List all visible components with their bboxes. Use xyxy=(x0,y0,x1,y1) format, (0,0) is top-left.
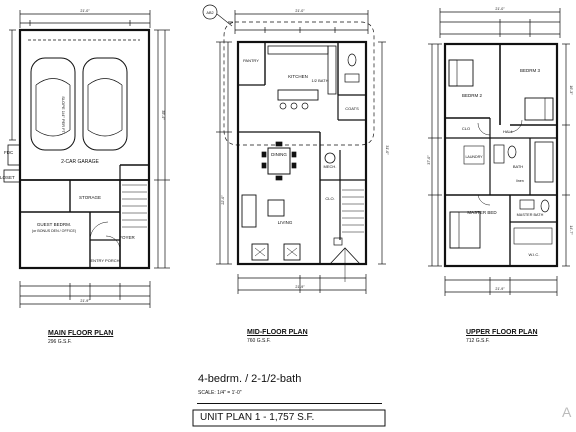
label-pantry: PANTRY xyxy=(243,58,259,63)
label-closet: LOSET xyxy=(0,175,15,180)
label-fdc: FDC xyxy=(4,150,14,155)
dim-upper-top: 21'-0" xyxy=(495,7,505,11)
label-master-bath: MASTER BATH xyxy=(517,213,544,217)
label-storage: STORAGE xyxy=(79,195,101,200)
label-garage: 2-CAR GARAGE xyxy=(61,159,99,165)
dim-main-top: 21'-0" xyxy=(80,9,90,13)
label-mech: MECH. xyxy=(324,164,337,169)
dim-mid-top: 21'-0" xyxy=(295,9,305,13)
dim-upper-right-b: 14'-7" xyxy=(569,225,573,235)
label-bedrm-3: BEDRM 3 xyxy=(520,68,541,73)
dim-main-right: 35'-4" xyxy=(161,110,165,120)
label-slope: SLOPE 1/4" PER FT. xyxy=(61,96,66,133)
watermark: A xyxy=(562,404,572,420)
upper-floor-title: UPPER FLOOR PLAN xyxy=(466,329,538,336)
car-right-icon xyxy=(82,57,128,151)
dim-upper-left: 37'-0" xyxy=(427,155,431,165)
label-clo-upper: CLO xyxy=(462,126,470,131)
upper-floor-plan xyxy=(428,8,570,296)
label-hall: HALL xyxy=(503,129,514,134)
label-bath: BATH xyxy=(513,164,523,169)
mid-floor-title: MID-FLOOR PLAN xyxy=(247,329,308,336)
main-floor-plan xyxy=(3,10,170,308)
dim-upper-right-a: 16'-3" xyxy=(569,85,573,95)
label-kitchen: KITCHEN xyxy=(288,74,308,79)
callout-ab2: AB2 xyxy=(206,11,213,15)
label-foyer: FOYER xyxy=(119,235,135,240)
unit-plan-label: UNIT PLAN 1 - 1,757 S.F. xyxy=(200,412,315,423)
label-clo: CLO. xyxy=(325,196,334,201)
label-living: LIVING xyxy=(278,220,293,225)
dim-upper-bottom: 21'-9" xyxy=(495,287,505,291)
upper-floor-area: 712 G.S.F. xyxy=(466,338,490,344)
label-dining: DINING xyxy=(271,152,287,157)
dim-mid-bottom: 21'-9" xyxy=(295,285,305,289)
dim-main-bottom: 21'-9" xyxy=(80,299,90,303)
label-laundry: LAUNDRY xyxy=(465,155,483,159)
dim-mid-right: 31'-0" xyxy=(385,145,389,155)
dim-mid-left: 22'-0" xyxy=(221,195,225,205)
car-left-icon xyxy=(30,57,76,151)
label-linen: linen xyxy=(516,179,524,183)
summary-underline xyxy=(197,403,382,404)
mid-floor-area: 760 G.S.F. xyxy=(247,338,271,344)
label-master-bed: MASTER BED xyxy=(467,210,497,215)
label-bedrm-2: BEDRM 2 xyxy=(462,93,483,98)
bed-bath-summary: 4-bedrm. / 2-1/2-bath xyxy=(198,373,302,385)
label-entry-porch: ENTRY PORCH xyxy=(91,258,120,263)
label-wic: W.I.C. xyxy=(529,252,540,257)
mid-floor-plan xyxy=(202,4,386,294)
label-guest-sub: (or BONUS DEN / OFFICE) xyxy=(32,229,76,233)
label-guest-bedrm: GUEST BEDRM. xyxy=(37,222,71,227)
label-half-bath: 1/2 BATH xyxy=(311,78,328,83)
main-floor-area: 296 G.S.F. xyxy=(48,339,72,345)
label-coats: COATS xyxy=(345,106,359,111)
scale-note: SCALE: 1/4" = 1'-0" xyxy=(198,390,242,396)
main-floor-title: MAIN FLOOR PLAN xyxy=(48,330,114,337)
